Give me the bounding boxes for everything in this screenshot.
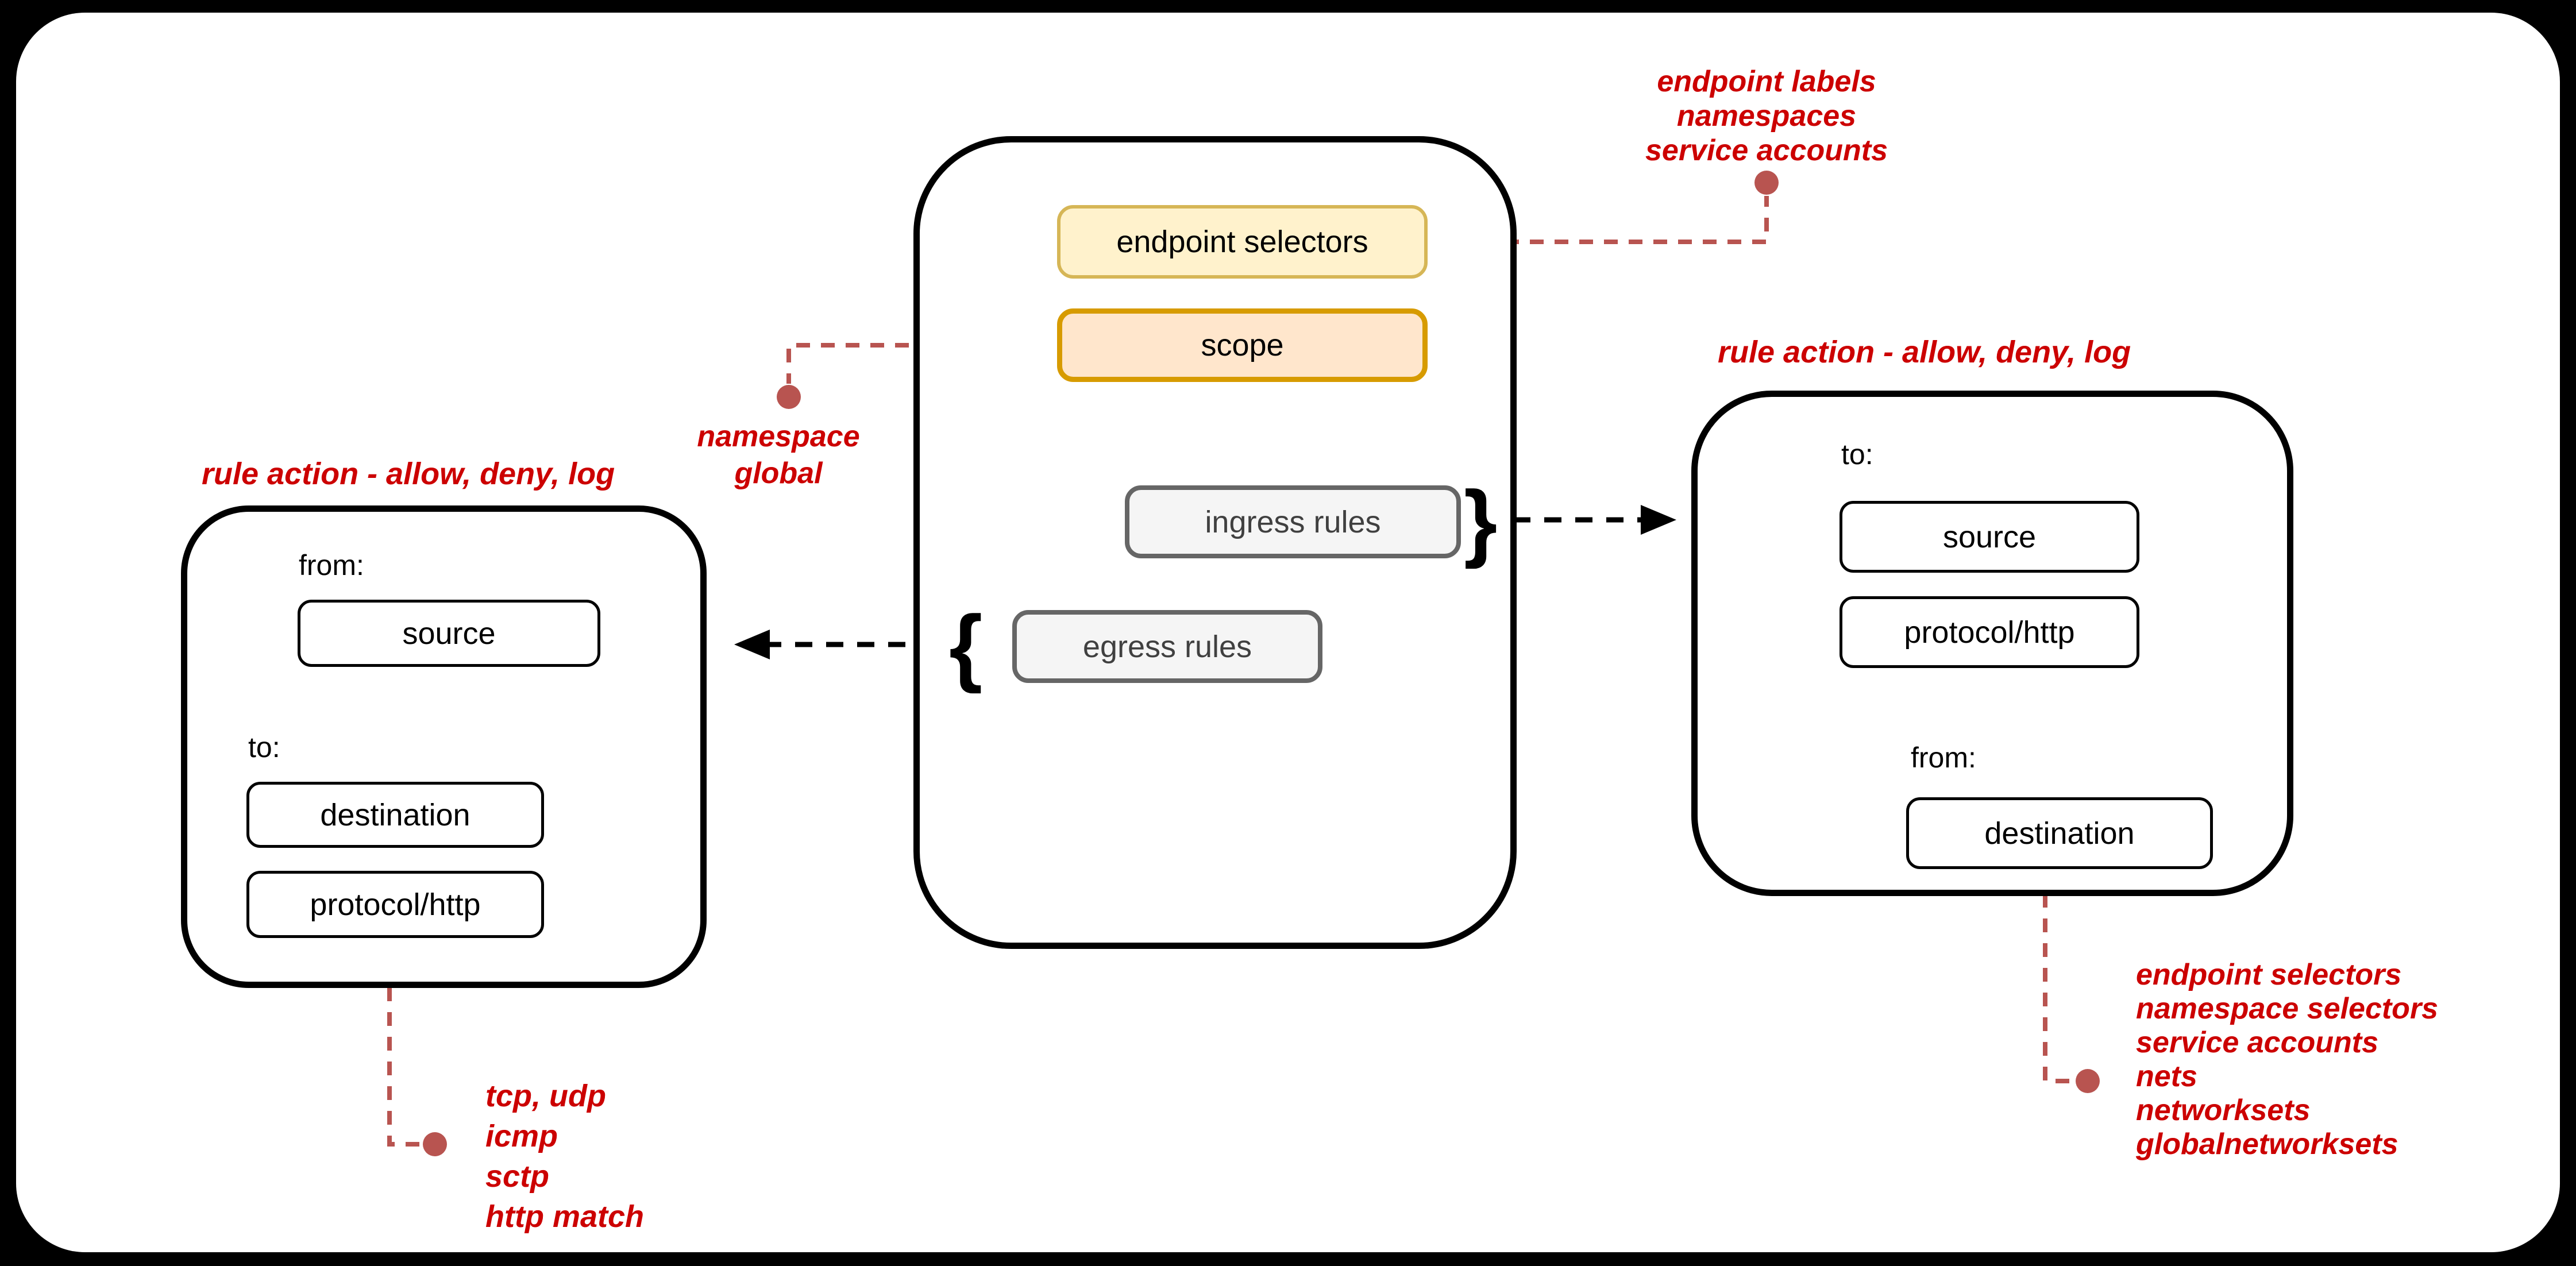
ingress-from-label: from: [1911,742,1976,774]
annotation-line: globalnetworksets [2136,1128,2398,1161]
egress-protocol-node: protocol/http [246,871,544,938]
endpoint-selectors-label: endpoint selectors [1116,225,1368,259]
annotation-line: nets [2136,1060,2197,1093]
ingress-protocol-node: protocol/http [1840,596,2139,668]
scope-options-note: namespace global [664,418,893,492]
egress-from-label: from: [299,549,364,581]
destination-options-note: endpoint selectors namespace selectors s… [2136,958,2438,1161]
endpoint-selector-options-note: endpoint labels namespaces service accou… [1594,64,1939,168]
egress-source-label: source [402,616,496,651]
egress-brace: { [949,597,983,694]
annotation-line: namespaces [1676,99,1857,133]
annotation-line: global [734,457,823,490]
annotation-line: endpoint selectors [2136,958,2402,991]
annotation-line: namespace [697,420,860,453]
ingress-rules-node: ingress rules [1125,485,1461,558]
egress-source-node: source [298,600,600,667]
annotation-line: namespace selectors [2136,992,2439,1025]
egress-destination-label: destination [320,797,471,832]
annotation-line: endpoint labels [1657,65,1876,98]
annotation-line: tcp, udp [485,1079,606,1113]
annotation-line: sctp [485,1159,550,1194]
endpoint-selectors-node: endpoint selectors [1057,205,1428,279]
egress-rules-label: egress rules [1082,629,1252,664]
annotation-line: icmp [485,1119,558,1153]
ingress-rules-label: ingress rules [1205,504,1381,539]
egress-destination-node: destination [246,782,544,848]
ingress-destination-label: destination [1984,816,2135,851]
egress-protocol-label: protocol/http [310,887,481,922]
ingress-brace: } [1464,473,1498,569]
annotation-line: http match [485,1199,644,1234]
ingress-to-label: to: [1841,438,1873,470]
annotation-line: service accounts [2136,1026,2379,1059]
ingress-source-node: source [1840,501,2139,573]
egress-rules-node: egress rules [1012,610,1322,683]
scope-label: scope [1201,328,1284,362]
protocol-options-note: tcp, udp icmp sctp http match [485,1076,644,1237]
annotation-line: networksets [2136,1094,2311,1127]
ingress-destination-node: destination [1906,797,2213,869]
ingress-protocol-label: protocol/http [1904,615,2075,650]
scope-node: scope [1057,308,1428,382]
annotation-line: service accounts [1645,134,1888,167]
egress-to-label: to: [248,731,280,763]
ingress-source-label: source [1942,519,2037,554]
ingress-rule-action-note: rule action - allow, deny, log [1718,335,2131,369]
egress-rule-action-note: rule action - allow, deny, log [202,457,615,491]
